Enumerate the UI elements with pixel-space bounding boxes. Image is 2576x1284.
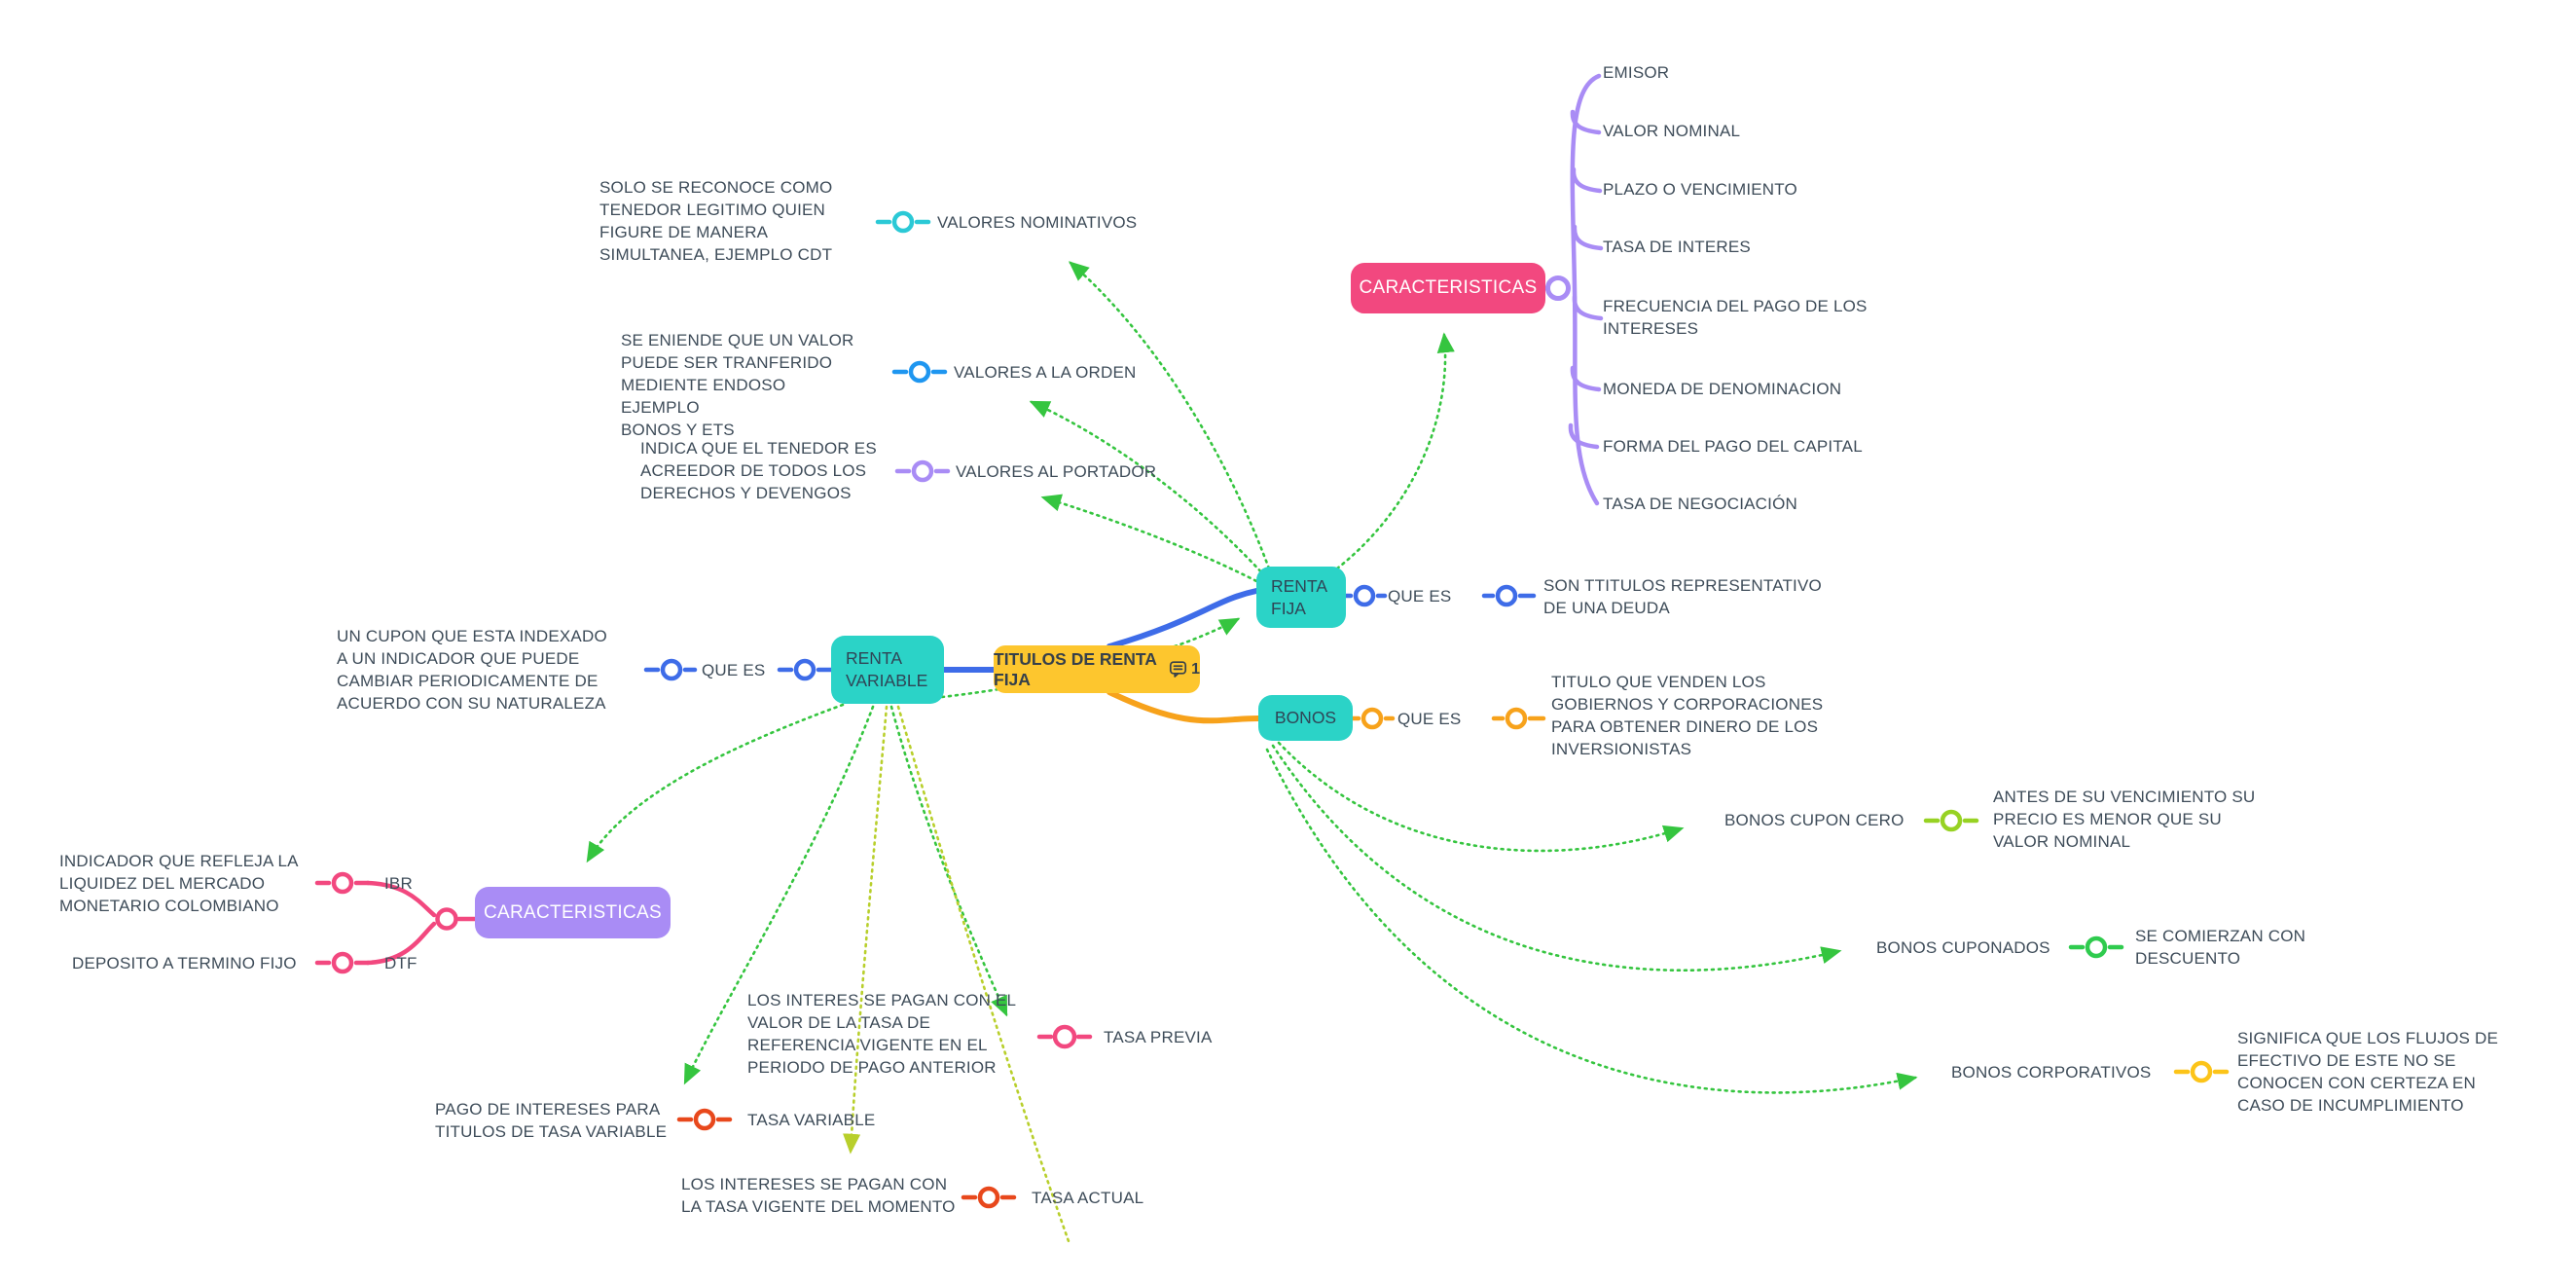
renta-variable-que-es-label[interactable]: QUE ES	[702, 661, 766, 679]
node-renta-fija-label: RENTA FIJA	[1271, 575, 1328, 618]
valores-al-portador-desc[interactable]: INDICA QUE EL TENEDOR ES ACREEDOR DE TOD…	[640, 439, 877, 502]
caracteristica-item-frecuencia[interactable]: FRECUENCIA DEL PAGO DE LOS INTERESES	[1603, 297, 1868, 338]
tasa-previa-label[interactable]: TASA PREVIA	[1104, 1028, 1213, 1046]
bonos-cupon-cero-desc[interactable]: ANTES DE SU VENCIMIENTO SU PRECIO ES MEN…	[1993, 788, 2256, 851]
node-renta-fija[interactable]: RENTA FIJA	[1256, 567, 1346, 628]
ibr-dtf-join	[365, 880, 478, 966]
edge-root-to-bonos	[1107, 689, 1261, 724]
root-node[interactable]: TITULOS DE RENTA FIJA 1	[994, 645, 1200, 693]
tasa-previa-desc[interactable]: LOS INTERES SE PAGAN CON EL VALOR DE LA …	[747, 991, 1017, 1077]
node-caracteristicas-rv-label: CARACTERISTICAS	[484, 901, 662, 923]
renta-fija-que-es-label[interactable]: QUE ES	[1388, 587, 1452, 605]
comment-icon	[1170, 661, 1187, 678]
node-caracteristicas-renta-fija[interactable]: CARACTERISTICAS	[1351, 263, 1545, 313]
bonos-corporativos-label[interactable]: BONOS CORPORATIVOS	[1951, 1063, 2152, 1082]
caracteristica-item-plazo[interactable]: PLAZO O VENCIMIENTO	[1603, 180, 1797, 199]
dtf-desc[interactable]: DEPOSITO A TERMINO FIJO	[72, 954, 297, 972]
renta-variable-que-es-desc[interactable]: UN CUPON QUE ESTA INDEXADO A UN INDICADO…	[337, 627, 607, 713]
ibr-label[interactable]: IBR	[384, 874, 413, 893]
node-bonos[interactable]: BONOS	[1258, 695, 1353, 741]
valores-a-la-orden-label[interactable]: VALORES A LA ORDEN	[954, 363, 1137, 382]
bonos-corporativos-desc[interactable]: SIGNIFICA QUE LOS FLUJOS DE EFECTIVO DE …	[2237, 1029, 2499, 1115]
tasa-variable-label[interactable]: TASA VARIABLE	[747, 1111, 876, 1129]
caracteristica-item-tasa-negociacion[interactable]: TASA DE NEGOCIACIÓN	[1603, 495, 1797, 513]
bonos-cupon-cero-label[interactable]: BONOS CUPON CERO	[1724, 811, 1905, 829]
node-caracteristicas-rf-label: CARACTERISTICAS	[1359, 277, 1538, 298]
bonos-cuponados-desc[interactable]: SE COMIERZAN CON DESCUENTO	[2135, 927, 2306, 968]
renta-fija-que-es-desc[interactable]: SON TTITULOS REPRESENTATIVO DE UNA DEUDA	[1543, 576, 1822, 617]
caracteristica-item-valor-nominal[interactable]: VALOR NOMINAL	[1603, 122, 1741, 140]
caracteristicas-bracket	[1542, 73, 1604, 506]
comment-count-value: 1	[1191, 660, 1200, 678]
tasa-actual-label[interactable]: TASA ACTUAL	[1032, 1189, 1144, 1207]
ibr-desc[interactable]: INDICADOR QUE REFLEJA LA LIQUIDEZ DEL ME…	[59, 852, 299, 915]
caracteristica-item-moneda[interactable]: MONEDA DE DENOMINACION	[1603, 380, 1842, 398]
caracteristica-item-emisor[interactable]: EMISOR	[1603, 63, 1670, 82]
node-renta-variable-label: RENTA VARIABLE	[846, 648, 928, 690]
valores-nominativos-label[interactable]: VALORES NOMINATIVOS	[937, 213, 1138, 232]
tasa-variable-desc[interactable]: PAGO DE INTERESES PARA TITULOS DE TASA V…	[435, 1100, 668, 1141]
caracteristica-item-tasa-interes[interactable]: TASA DE INTERES	[1603, 238, 1751, 256]
bonos-que-es-label[interactable]: QUE ES	[1397, 710, 1462, 728]
caracteristica-item-forma-pago[interactable]: FORMA DEL PAGO DEL CAPITAL	[1603, 437, 1863, 456]
bonos-cuponados-label[interactable]: BONOS CUPONADOS	[1876, 938, 2050, 957]
valores-al-portador-label[interactable]: VALORES AL PORTADOR	[956, 462, 1157, 481]
node-caracteristicas-renta-variable[interactable]: CARACTERISTICAS	[475, 887, 671, 938]
dtf-label[interactable]: DTF	[384, 954, 417, 972]
root-node-label: TITULOS DE RENTA FIJA	[994, 648, 1157, 689]
edge-root-to-renta-fija	[1107, 588, 1259, 649]
bullet-links	[314, 210, 2230, 1209]
node-renta-variable[interactable]: RENTA VARIABLE	[831, 636, 944, 704]
bonos-que-es-desc[interactable]: TITULO QUE VENDEN LOS GOBIERNOS Y CORPOR…	[1551, 673, 1824, 758]
valores-a-la-orden-desc[interactable]: SE ENIENDE QUE UN VALOR PUEDE SER TRANFE…	[621, 331, 854, 439]
valores-nominativos-desc[interactable]: SOLO SE RECONOCE COMO TENEDOR LEGITIMO Q…	[599, 178, 833, 264]
relation-arrows-lime	[843, 705, 1070, 1243]
node-bonos-label: BONOS	[1274, 708, 1337, 727]
tasa-actual-desc[interactable]: LOS INTERESES SE PAGAN CON LA TASA VIGEN…	[681, 1175, 956, 1216]
comment-count[interactable]: 1	[1169, 660, 1200, 679]
